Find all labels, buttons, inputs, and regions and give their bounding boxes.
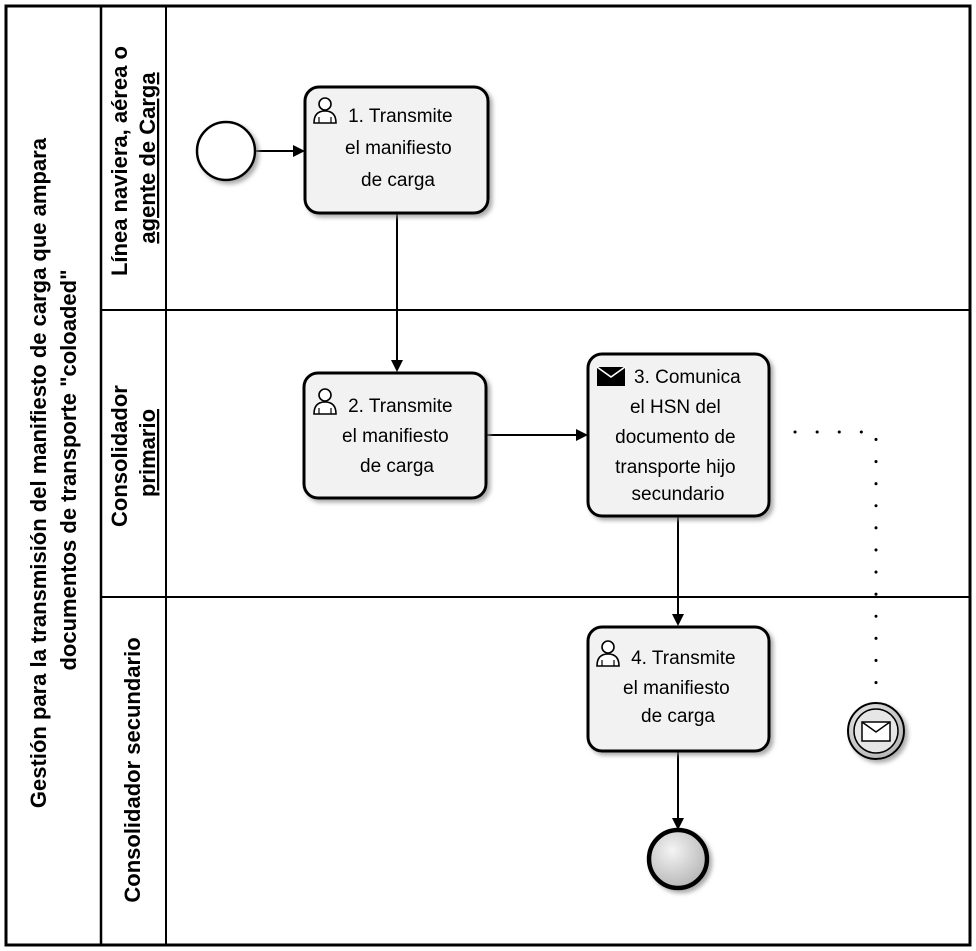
task-2-label-line-2: el manifiesto [342,426,449,447]
task-3-label-line-3: documento de [615,427,735,448]
task-1[interactable]: 1. Transmite el manifiesto de carga [303,85,490,215]
lane-label-carrier-line-1: Línea naviera, aérea o [107,46,132,276]
lane-label-primary-line-1: Consolidador [107,385,132,527]
pool-title-line-2: documentos de transporte "coloaded" [56,269,81,670]
task-4-label-line-2: el manifiesto [623,678,730,699]
task-3-label-line-5: secundario [632,484,725,505]
task-4-label: 4. Transmite el manifiesto de carga [623,648,741,727]
task-2[interactable]: 2. Transmite el manifiesto de carga [302,371,488,500]
user-icon [596,640,620,667]
task-3-label-line-1: 3. Comunica [634,367,741,388]
task-4-label-line-3: de carga [641,706,715,727]
task-2-label-line-1: 2. Transmite [348,396,453,417]
task-1-label-line-2: el manifiesto [345,138,452,159]
user-icon [313,97,337,124]
task-2-box[interactable] [302,371,488,500]
task-3-label: 3. Comunica el HSN del documento de tran… [615,367,746,505]
task-3-label-line-4: transporte hijo [615,457,735,478]
task-1-label-line-1: 1. Transmite [348,106,453,127]
task-3-box[interactable] [586,352,771,518]
message-catch-event[interactable] [847,702,905,760]
task-1-label: 1. Transmite el manifiesto de carga [345,106,458,191]
task-4[interactable]: 4. Transmite el manifiesto de carga [586,625,771,753]
task-1-box[interactable] [303,85,490,215]
pool-title: Gestión para la transmisión del manifies… [26,132,81,808]
lane-label-carrier-line-2: agente de Carga [135,72,160,244]
task-2-label-line-3: de carga [360,456,434,477]
task-3-label-line-2: el HSN del [630,397,721,418]
task-2-label: 2. Transmite el manifiesto de carga [342,396,458,477]
sequence-flows [255,145,684,830]
lane-label-carrier: Línea naviera, aérea o agente de Carga [107,40,160,276]
start-event[interactable] [195,120,257,182]
task-4-label-line-1: 4. Transmite [631,648,736,669]
task-1-label-line-3: de carga [361,170,435,191]
user-icon [313,388,337,415]
lane-label-primary: Consolidador primario [107,379,160,527]
lane-label-primary-line-2: primario [135,409,160,497]
lane-label-secondary-line-1: Consolidador secundario [120,637,145,902]
task-4-box[interactable] [586,625,771,753]
pool-title-line-1: Gestión para la transmisión del manifies… [26,137,51,808]
envelope-icon [596,366,626,386]
task-3[interactable]: 3. Comunica el HSN del documento de tran… [586,352,771,518]
lane-label-secondary: Consolidador secundario [120,637,145,902]
end-event[interactable] [646,827,710,891]
envelope-icon [861,721,891,742]
